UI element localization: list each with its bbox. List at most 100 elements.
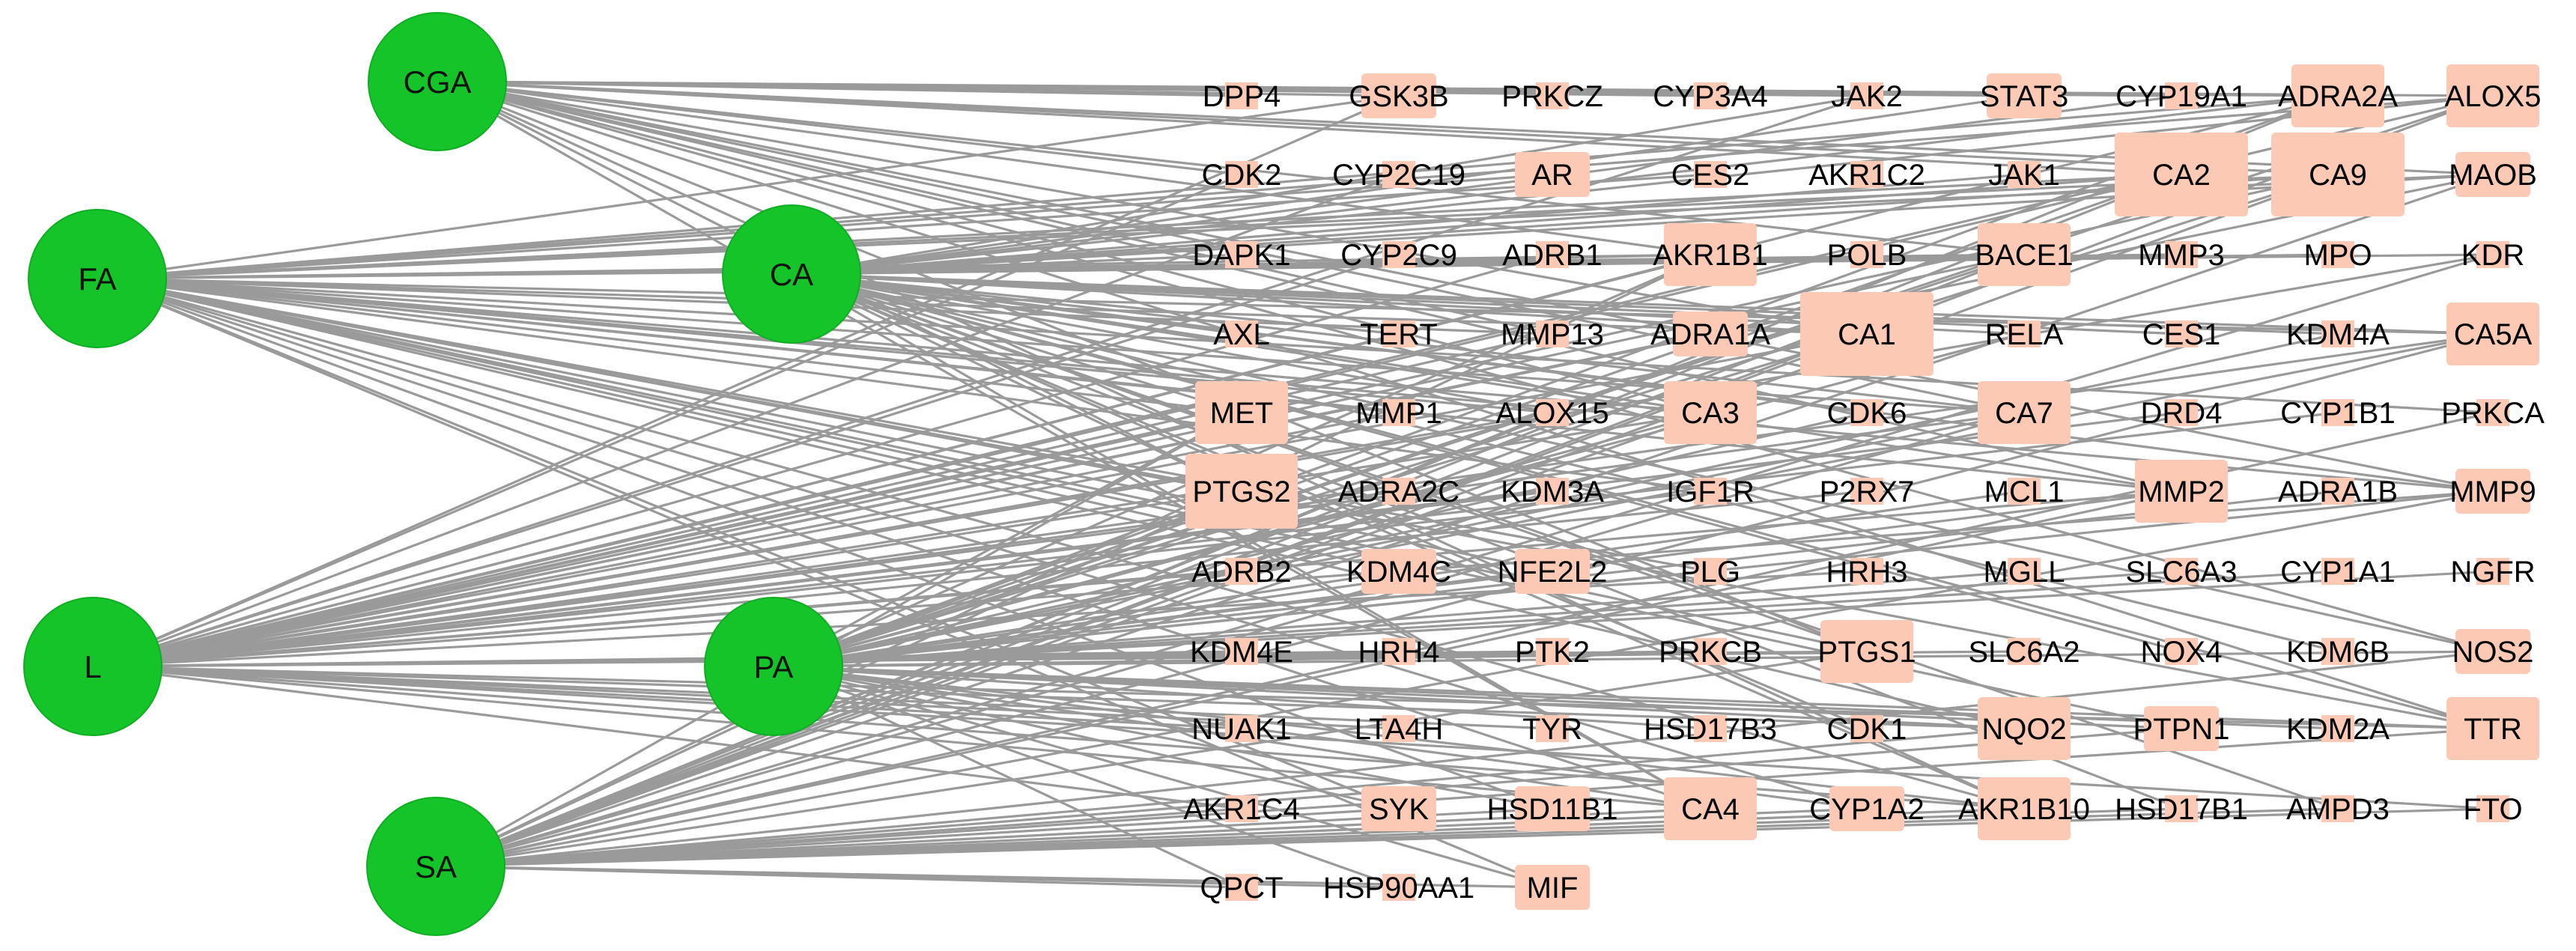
target-node-mmp9[interactable]: MMP9 [2449, 469, 2536, 514]
target-node-kdm3a[interactable]: KDM3A [1501, 476, 1604, 508]
target-node-fto[interactable]: FTO [2463, 793, 2522, 826]
compound-node-fa[interactable]: FA [28, 209, 167, 348]
target-node-mmp1[interactable]: MMP1 [1355, 397, 1442, 430]
target-node-axl[interactable]: AXL [1213, 318, 1270, 351]
target-node-kdm4c[interactable]: KDM4C [1346, 549, 1451, 594]
target-node-ttr[interactable]: TTR [2446, 697, 2539, 760]
target-label: HSP90AA1 [1323, 872, 1474, 905]
target-node-hrh4[interactable]: HRH4 [1358, 636, 1440, 669]
target-node-hsd11b1[interactable]: HSD11B1 [1487, 786, 1618, 831]
target-node-tyr[interactable]: TYR [1522, 713, 1582, 746]
target-node-nfe2l2[interactable]: NFE2L2 [1498, 549, 1608, 594]
target-node-met[interactable]: MET [1195, 381, 1288, 444]
target-node-lta4h[interactable]: LTA4H [1355, 713, 1444, 746]
target-node-mcl1[interactable]: MCL1 [1984, 476, 2065, 508]
target-node-cyp19a1[interactable]: CYP19A1 [2115, 80, 2247, 113]
target-node-tert[interactable]: TERT [1360, 318, 1438, 351]
compound-node-cga[interactable]: CGA [368, 12, 507, 151]
target-node-ces2[interactable]: CES2 [1671, 159, 1750, 192]
target-node-hsp90aa1[interactable]: HSP90AA1 [1323, 872, 1474, 905]
target-node-slc6a3[interactable]: SLC6A3 [2126, 556, 2238, 589]
target-node-stat3[interactable]: STAT3 [1980, 73, 2069, 118]
target-node-prkcz[interactable]: PRKCZ [1501, 80, 1603, 113]
target-node-igf1r[interactable]: IGF1R [1666, 476, 1755, 508]
target-node-ca9[interactable]: CA9 [2271, 133, 2405, 216]
target-node-prkcb[interactable]: PRKCB [1659, 636, 1762, 669]
target-node-cdk6[interactable]: CDK6 [1827, 397, 1907, 430]
target-node-nox4[interactable]: NOX4 [2141, 636, 2223, 669]
target-node-kdr[interactable]: KDR [2461, 239, 2524, 272]
target-node-mpo[interactable]: MPO [2303, 239, 2372, 272]
target-node-plg[interactable]: PLG [1680, 556, 1740, 589]
target-node-ptpn1[interactable]: PTPN1 [2133, 706, 2230, 751]
target-node-nos2[interactable]: NOS2 [2452, 629, 2534, 674]
target-node-kdm4a[interactable]: KDM4A [2286, 318, 2390, 351]
target-node-hrh3[interactable]: HRH3 [1826, 556, 1908, 589]
target-node-nqo2[interactable]: NQO2 [1978, 697, 2071, 760]
target-node-slc6a2[interactable]: SLC6A2 [1969, 636, 2080, 669]
target-node-cdk2[interactable]: CDK2 [1202, 159, 1282, 192]
target-node-ptk2[interactable]: PTK2 [1515, 636, 1590, 669]
target-node-kdm4e[interactable]: KDM4E [1190, 636, 1293, 669]
target-node-qpct[interactable]: QPCT [1200, 872, 1283, 905]
target-node-rela[interactable]: RELA [1985, 318, 2064, 351]
target-node-bace1[interactable]: BACE1 [1975, 223, 2074, 286]
compound-node-sa[interactable]: SA [366, 797, 505, 936]
target-node-ptgs2[interactable]: PTGS2 [1185, 454, 1298, 529]
target-node-ca5a[interactable]: CA5A [2446, 303, 2539, 365]
target-node-adra2a[interactable]: ADRA2A [2278, 64, 2398, 127]
target-node-mmp3[interactable]: MMP3 [2138, 239, 2225, 272]
target-node-ptgs1[interactable]: PTGS1 [1817, 620, 1916, 683]
target-node-mmp2[interactable]: MMP2 [2135, 460, 2228, 523]
compound-node-ca[interactable]: CA [722, 204, 861, 344]
target-node-drd4[interactable]: DRD4 [2141, 397, 2223, 430]
target-node-cyp1a2[interactable]: CYP1A2 [1809, 786, 1925, 831]
target-node-cyp1a1[interactable]: CYP1A1 [2280, 556, 2395, 589]
target-node-kdm2a[interactable]: KDM2A [2286, 713, 2390, 746]
target-node-ca2[interactable]: CA2 [2115, 133, 2248, 216]
target-node-syk[interactable]: SYK [1361, 786, 1436, 831]
target-node-ampd3[interactable]: AMPD3 [2286, 793, 2390, 826]
target-node-ca3[interactable]: CA3 [1664, 381, 1757, 444]
target-node-adrb1[interactable]: ADRB1 [1502, 239, 1602, 272]
target-node-mmp13[interactable]: MMP13 [1501, 318, 1604, 351]
target-node-mif[interactable]: MIF [1515, 865, 1590, 910]
target-node-adra2c[interactable]: ADRA2C [1338, 476, 1459, 508]
target-node-akr1b1[interactable]: AKR1B1 [1653, 223, 1768, 286]
target-node-prkca[interactable]: PRKCA [2441, 397, 2545, 430]
target-node-polb[interactable]: POLB [1827, 239, 1907, 272]
target-node-akr1c2[interactable]: AKR1C2 [1808, 159, 1925, 192]
target-node-mgll[interactable]: MGLL [1984, 556, 2065, 589]
target-node-maob[interactable]: MAOB [2449, 152, 2537, 197]
target-node-ca7[interactable]: CA7 [1978, 381, 2071, 444]
compound-node-pa[interactable]: PA [704, 597, 843, 736]
target-node-ca4[interactable]: CA4 [1664, 777, 1757, 840]
target-node-jak1[interactable]: JAK1 [1988, 159, 2060, 192]
target-node-akr1b10[interactable]: AKR1B10 [1958, 777, 2090, 840]
target-node-cyp2c9[interactable]: CYP2C9 [1340, 239, 1457, 272]
target-node-alox15[interactable]: ALOX15 [1495, 397, 1609, 430]
target-node-hsd17b1[interactable]: HSD17B1 [2115, 793, 2248, 826]
target-node-kdm6b[interactable]: KDM6B [2286, 636, 2390, 669]
target-node-p2rx7[interactable]: P2RX7 [1820, 476, 1915, 508]
target-node-gsk3b[interactable]: GSK3B [1349, 73, 1449, 118]
target-node-ngfr[interactable]: NGFR [2450, 556, 2535, 589]
target-node-dapk1[interactable]: DAPK1 [1192, 239, 1290, 272]
target-node-cyp3a4[interactable]: CYP3A4 [1653, 80, 1767, 113]
target-node-hsd17b3[interactable]: HSD17B3 [1644, 713, 1777, 746]
target-node-nuak1[interactable]: NUAK1 [1191, 713, 1291, 746]
target-node-cdk1[interactable]: CDK1 [1827, 713, 1907, 746]
target-node-adra1a[interactable]: ADRA1A [1650, 312, 1770, 356]
target-node-adrb2[interactable]: ADRB2 [1191, 556, 1291, 589]
target-node-jak2[interactable]: JAK2 [1831, 80, 1903, 113]
compound-node-l[interactable]: L [23, 597, 162, 736]
target-node-alox5[interactable]: ALOX5 [2445, 64, 2542, 127]
target-node-cyp1b1[interactable]: CYP1B1 [2280, 397, 2395, 430]
target-node-akr1c4[interactable]: AKR1C4 [1183, 793, 1300, 826]
target-node-cyp2c19[interactable]: CYP2C19 [1332, 159, 1465, 192]
target-node-adra1b[interactable]: ADRA1B [2278, 476, 2398, 508]
target-node-dpp4[interactable]: DPP4 [1203, 80, 1281, 113]
target-node-ces1[interactable]: CES1 [2142, 318, 2221, 351]
target-node-ar[interactable]: AR [1515, 152, 1590, 197]
target-node-ca1[interactable]: CA1 [1800, 292, 1933, 376]
